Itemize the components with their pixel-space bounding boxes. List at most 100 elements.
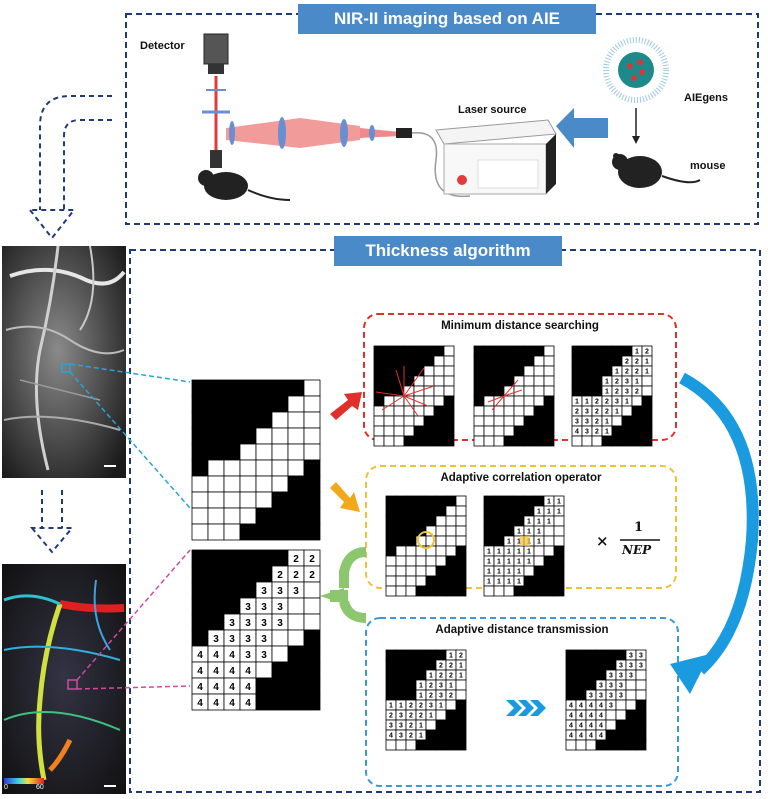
grid-cell — [423, 415, 435, 427]
grid-cell — [207, 379, 225, 397]
step3-box — [365, 617, 679, 787]
grid-cell — [385, 739, 397, 751]
grid-cell — [223, 475, 241, 493]
grid-number: 4 — [579, 732, 583, 739]
grid-number: 2 — [389, 712, 393, 719]
grid-cell — [483, 355, 495, 367]
grid-cell — [255, 661, 273, 679]
grid-cell — [271, 475, 289, 493]
grid-cell — [373, 365, 385, 377]
grid-cell — [575, 739, 587, 751]
grid-cell — [503, 495, 515, 507]
grid-number: 3 — [229, 618, 235, 629]
grid-cell — [443, 345, 455, 357]
grid-cell — [415, 649, 427, 661]
grid-number: 1 — [419, 682, 423, 689]
grid-cell — [565, 679, 577, 691]
grid-number: 3 — [639, 652, 643, 659]
binary-vessel-grid — [191, 379, 321, 541]
grid-cell — [615, 649, 627, 661]
grid-number: 4 — [213, 666, 219, 677]
grid-cell — [303, 523, 321, 541]
grid-number: 4 — [197, 666, 203, 677]
grid-number: 4 — [569, 732, 573, 739]
grid-cell — [393, 345, 405, 357]
grid-number: 1 — [429, 712, 433, 719]
grid-cell — [303, 677, 321, 695]
grid-cell — [373, 415, 385, 427]
grid-cell — [445, 555, 457, 567]
grid-cell — [571, 375, 583, 387]
grid-cell — [223, 395, 241, 413]
grid-number: 4 — [575, 428, 579, 435]
grid-number: 3 — [619, 672, 623, 679]
grid-cell — [395, 545, 407, 557]
grid-cell — [523, 385, 535, 397]
grid-cell — [543, 525, 555, 537]
grid-number: 1 — [517, 548, 521, 555]
grid-cell — [271, 443, 289, 461]
grid-cell — [581, 385, 593, 397]
grid-cell — [303, 491, 321, 509]
grid-cell — [543, 425, 555, 437]
grid-cell — [635, 669, 647, 681]
grid-number: 2 — [309, 554, 315, 565]
grid-number: 2 — [595, 398, 599, 405]
grid-cell — [513, 355, 525, 367]
grid-cell — [395, 689, 407, 701]
grid-cell — [271, 411, 289, 429]
grid-cell — [395, 565, 407, 577]
grid-cell — [621, 415, 633, 427]
laser-source-box — [435, 119, 557, 195]
grid-cell — [395, 495, 407, 507]
grid-cell — [271, 395, 289, 413]
grid-cell — [405, 669, 417, 681]
grid-number: 1 — [645, 358, 649, 365]
grid-cell — [223, 581, 241, 599]
grid-number: 1 — [507, 548, 511, 555]
grid-number: 2 — [409, 722, 413, 729]
grid-cell — [435, 495, 447, 507]
grid-cell — [239, 443, 257, 461]
grid-cell — [455, 689, 467, 701]
grid-cell — [239, 475, 257, 493]
grid-cell — [395, 555, 407, 567]
grid-cell — [493, 415, 505, 427]
grid-cell — [513, 505, 525, 517]
grid-number: 1 — [527, 518, 531, 525]
grid-cell — [503, 505, 515, 517]
grid-cell — [425, 719, 437, 731]
grid-cell — [483, 375, 495, 387]
grid-cell — [473, 365, 485, 377]
grid-cell — [601, 435, 613, 447]
grid-number: 1 — [517, 528, 521, 535]
search-ray — [503, 379, 519, 397]
grid-cell — [493, 525, 505, 537]
grid-cell — [287, 443, 305, 461]
grid-cell — [403, 355, 415, 367]
grid-cell — [255, 693, 273, 711]
grid-cell — [207, 613, 225, 631]
grid-cell — [455, 535, 467, 547]
grid-cell — [445, 585, 457, 597]
grid-cell — [425, 649, 437, 661]
grid-cell — [207, 565, 225, 583]
grid-number: 4 — [579, 702, 583, 709]
grid-cell — [423, 375, 435, 387]
grid-number: 4 — [589, 732, 593, 739]
grid-cell — [239, 427, 257, 445]
grid-cell — [223, 379, 241, 397]
grid-number: 3 — [575, 418, 579, 425]
grid-number: 1 — [547, 498, 551, 505]
grid-number: 3 — [629, 672, 633, 679]
grid-cell — [255, 379, 273, 397]
red-arrow-icon — [330, 392, 362, 420]
grid-cell — [405, 495, 417, 507]
grid-number: 4 — [229, 650, 235, 661]
grid-cell — [287, 427, 305, 445]
grid-cell — [207, 523, 225, 541]
grid-number: 3 — [609, 672, 613, 679]
grid-number: 4 — [599, 732, 603, 739]
grid-number: 1 — [497, 558, 501, 565]
